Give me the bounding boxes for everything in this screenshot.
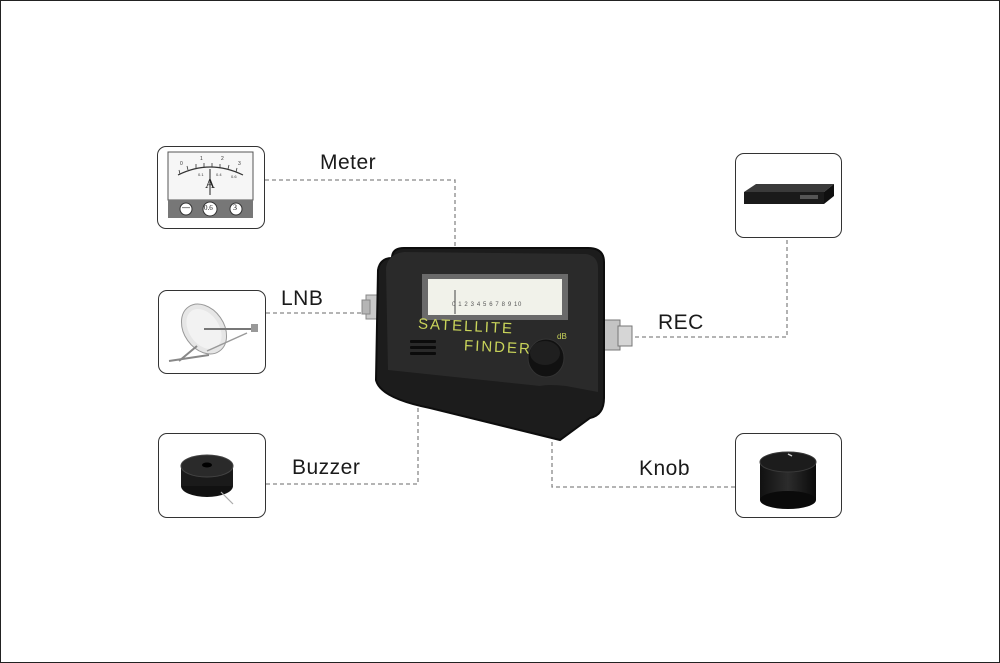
meter-terminal-0: —	[182, 203, 190, 212]
meter-inner-tick-1: 0.4	[216, 172, 222, 177]
lnb-label: LNB	[281, 287, 324, 310]
knob-label: Knob	[639, 457, 691, 480]
buzzer-connector	[266, 347, 419, 485]
meter-terminal-1: 0.6	[204, 204, 213, 212]
meter-inner-tick-0: 0.1	[198, 172, 204, 177]
meter-thumbnail: A 0 1 2 3 0.1 0.4 0.6 — 0.6 3	[157, 146, 265, 229]
lnb-thumbnail	[158, 290, 266, 374]
rec-thumbnail	[735, 153, 842, 238]
receiver-box-icon	[744, 184, 834, 204]
device-label-line2: FINDER	[463, 337, 533, 358]
knob-icon	[759, 451, 817, 509]
rec-label: REC	[658, 311, 704, 334]
meter-terminal-2: 3	[233, 203, 237, 212]
meter-inner-tick-2: 0.6	[231, 174, 237, 179]
rec-connector	[635, 238, 788, 338]
satellite-dish-icon	[168, 303, 258, 362]
meter-label: Meter	[320, 151, 377, 174]
knob-thumbnail	[735, 433, 842, 518]
buzzer-thumbnail	[158, 433, 266, 518]
device-db-mark: dB	[557, 332, 567, 341]
buzzer-icon	[180, 454, 234, 505]
device-scale: 0 1 2 3 4 5 6 7 8 9 10	[452, 302, 522, 308]
meter-tick-1: 1	[200, 156, 203, 162]
buzzer-label: Buzzer	[292, 456, 361, 479]
meter-unit-label: A	[205, 177, 216, 192]
meter-tick-0: 0	[180, 161, 183, 167]
meter-tick-2: 2	[221, 156, 224, 162]
meter-tick-3: 3	[238, 161, 241, 167]
